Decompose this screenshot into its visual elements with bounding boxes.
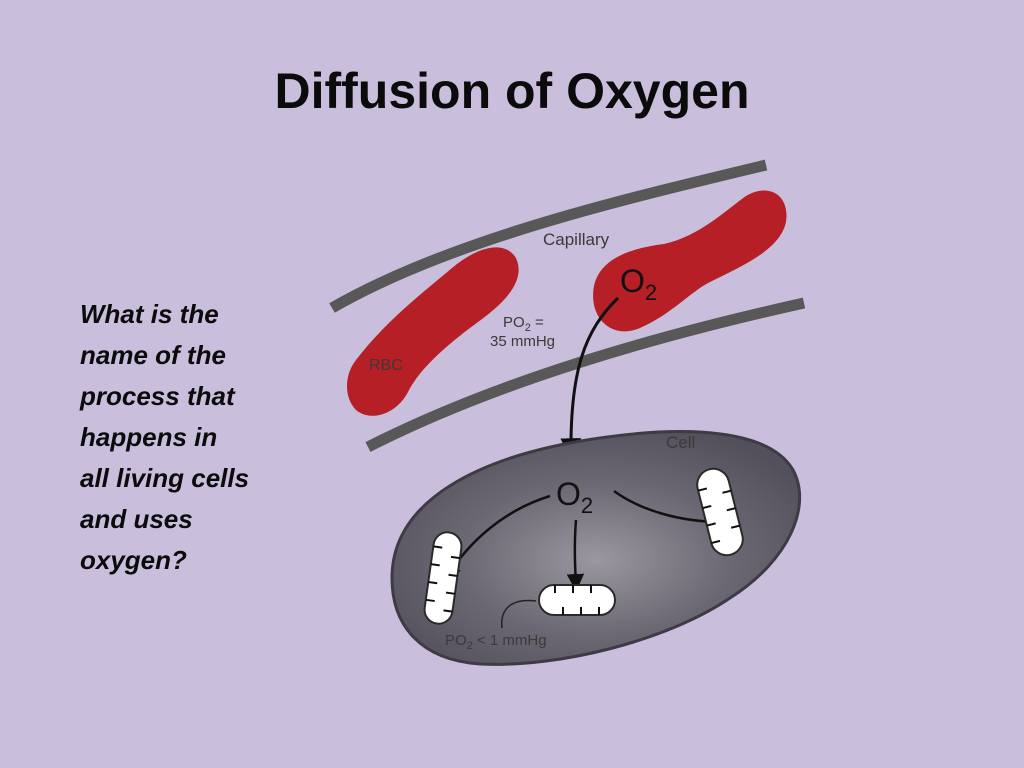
rbc-right xyxy=(593,190,787,332)
question-text: What is the name of the process that hap… xyxy=(80,294,300,581)
question-line: oxygen? xyxy=(80,545,187,575)
capillary-label: Capillary xyxy=(543,230,610,249)
po2-cell-prefix: PO xyxy=(445,632,467,649)
question-line: process that xyxy=(80,381,235,411)
o2-cell-label: O2 xyxy=(556,476,593,518)
po2-capillary-subscript: 2 xyxy=(525,322,531,334)
question-line: What is the xyxy=(80,299,219,329)
arrow-to-bottom-mitochondrion xyxy=(566,519,585,592)
po2-cell-value: < 1 mmHg xyxy=(473,632,547,649)
mitochondrion-left xyxy=(423,531,463,625)
question-line: and uses xyxy=(80,504,193,534)
o2-rbc-subscript: 2 xyxy=(645,280,657,305)
question-line: all living cells xyxy=(80,463,250,493)
o2-cell-symbol: O xyxy=(556,476,581,512)
mitochondrion-bottom xyxy=(538,584,616,616)
po2-capillary-prefix: PO xyxy=(503,314,525,331)
mitochondrion-right xyxy=(696,467,744,557)
po2-cell-subscript: 2 xyxy=(467,640,473,652)
po2-capillary-equals: = xyxy=(531,314,544,331)
cell-label: Cell xyxy=(666,433,695,452)
po2-cell-label: PO2 < 1 mmHg xyxy=(445,632,547,652)
capillary-upper-wall xyxy=(329,159,768,313)
po2-capillary-label: PO2 = xyxy=(503,314,544,334)
arrow-rbc-to-cell xyxy=(560,296,620,460)
rbc-label: RBC xyxy=(369,357,403,374)
question-line: happens in xyxy=(80,422,218,452)
rbc-left xyxy=(347,247,519,416)
question-line: name of the xyxy=(80,340,226,370)
po2-capillary-value: 35 mmHg xyxy=(490,333,555,350)
o2-cell-subscript: 2 xyxy=(581,493,593,518)
o2-rbc-symbol: O xyxy=(620,263,645,299)
o2-rbc-label: O2 xyxy=(620,263,657,305)
slide-title: Diffusion of Oxygen xyxy=(274,63,750,119)
po2-cell-pointer xyxy=(501,599,537,629)
